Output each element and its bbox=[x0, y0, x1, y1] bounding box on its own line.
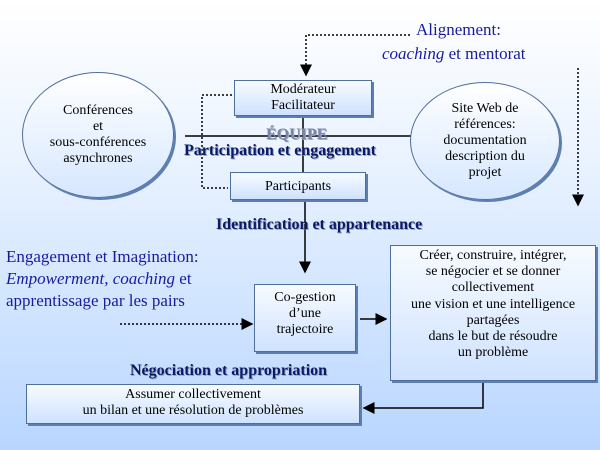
identification-label: Identification et appartenance bbox=[216, 216, 423, 233]
website-line: projet bbox=[468, 165, 502, 181]
conferences-line: et bbox=[92, 118, 104, 134]
alignment-subtitle-rest: et mentorat bbox=[444, 44, 526, 63]
create-line: dans le but de résoudre bbox=[428, 329, 558, 345]
dotted-bracket-left bbox=[201, 94, 232, 189]
team-label: ÉQUIPE bbox=[266, 126, 328, 143]
cogestion-line: d’une bbox=[289, 306, 321, 322]
create-line: Créer, construire, intégrer, bbox=[419, 248, 567, 263]
alignment-subtitle-italic: coaching bbox=[382, 44, 445, 63]
engagement-title: Engagement et Imagination: bbox=[6, 247, 199, 266]
conferences-line: sous-conférences bbox=[49, 135, 147, 150]
conferences-ellipse: Conférences et sous-conférences asynchro… bbox=[22, 72, 174, 198]
website-line: documentation bbox=[443, 132, 527, 148]
cogestion-box: Co-gestion d’une trajectoire bbox=[254, 284, 356, 352]
assume-line: Assumer collectivement bbox=[125, 387, 261, 402]
moderator-line: Modérateur bbox=[270, 82, 336, 97]
alignment-title: Alignement: bbox=[416, 20, 501, 39]
participants-box: Participants bbox=[230, 172, 366, 200]
website-line: description du bbox=[445, 149, 525, 165]
negotiation-label: Négociation et appropriation bbox=[130, 362, 328, 379]
engagement-line3: apprentissage par les pairs bbox=[6, 291, 185, 311]
arrow-create-to-assume bbox=[362, 382, 484, 414]
create-box: Créer, construire, intégrer, se négocier… bbox=[390, 245, 596, 381]
moderator-box: Modérateur Facilitateur bbox=[234, 80, 372, 116]
create-line: un problème bbox=[457, 345, 529, 361]
cogestion-line: Co-gestion bbox=[274, 290, 336, 305]
website-ellipse: Site Web de références: documentation de… bbox=[410, 82, 560, 200]
website-line: Site Web de bbox=[451, 100, 519, 116]
create-line: se négocier et se donner bbox=[425, 264, 561, 280]
engagement-line2-italic: Empowerment, coaching bbox=[6, 269, 176, 289]
cogestion-line: trajectoire bbox=[276, 322, 334, 338]
dotted-arrow-alignment-to-moderator bbox=[300, 34, 410, 77]
website-line: références: bbox=[454, 116, 516, 132]
create-line: collectivement bbox=[451, 280, 535, 296]
conferences-line: asynchrones bbox=[63, 151, 133, 167]
create-line: partagées bbox=[466, 312, 520, 328]
participants-label: Participants bbox=[264, 179, 332, 194]
moderator-line: Facilitateur bbox=[271, 98, 335, 114]
create-line: une vision et une intelligence bbox=[410, 296, 576, 312]
participation-label: Participation et engagement bbox=[184, 142, 376, 159]
engagement-block: Engagement et Imagination: Empowerment, … bbox=[6, 246, 199, 312]
engagement-line2: Empowerment, coaching et bbox=[6, 268, 199, 290]
assume-line: un bilan et une résolution de problèmes bbox=[82, 403, 304, 419]
alignment-subtitle: coaching et mentorat bbox=[382, 44, 526, 64]
conferences-line: Conférences bbox=[63, 102, 133, 118]
assume-box: Assumer collectivement un bilan et une r… bbox=[26, 384, 360, 424]
engagement-line2-rest: et bbox=[175, 269, 192, 289]
